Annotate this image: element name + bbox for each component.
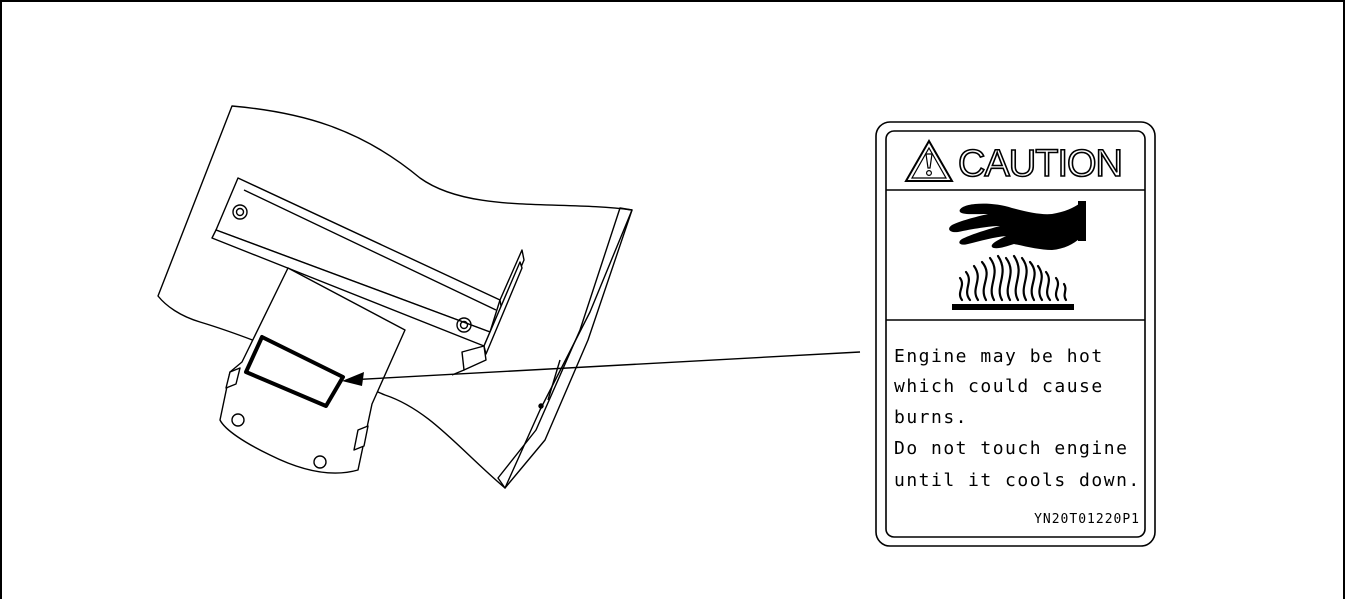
rail-bolt-left [232, 204, 248, 220]
leader-arrow [342, 351, 861, 386]
hot-surface-icon [952, 254, 1074, 310]
part-code: YN20T01220P1 [1034, 512, 1140, 527]
plate-hole-2 [313, 455, 327, 469]
plate-hole-1 [231, 413, 245, 427]
caution-message: Engine may be hot which could cause burn… [894, 346, 1141, 491]
hand-icon [949, 201, 1086, 250]
message-line-4: Do not touch engine [894, 438, 1128, 459]
warning-triangle-icon [904, 138, 954, 182]
message-line-2: which could cause [894, 376, 1104, 397]
mounting-rail [211, 177, 525, 376]
message-line-5: until it cools down. [894, 470, 1141, 491]
label-location-box [244, 335, 345, 408]
panel-edge [497, 207, 633, 489]
message-line-3: burns. [894, 407, 968, 428]
rail-bolt-right [456, 317, 472, 333]
message-line-1: Engine may be hot [894, 346, 1104, 367]
caution-label: CAUTION Engine may be hot [875, 121, 1156, 547]
engine-cover-panel [157, 105, 633, 489]
caution-heading: CAUTION [958, 143, 1122, 185]
